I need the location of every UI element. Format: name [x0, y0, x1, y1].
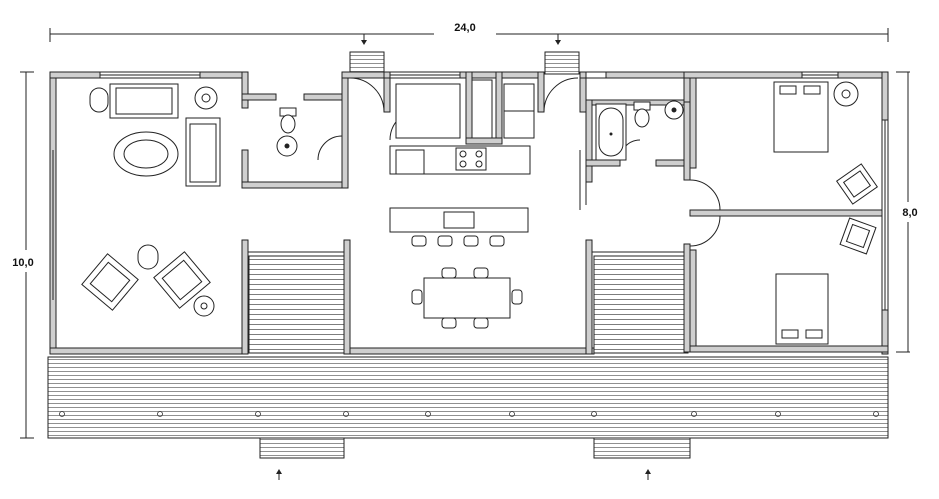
side-stool	[89, 87, 109, 113]
bedroom-depth-label: 8,0	[902, 207, 917, 219]
dimension-width	[49, 28, 889, 42]
bedroom-1	[773, 81, 879, 205]
bedroom-2	[775, 217, 877, 345]
sink-1	[276, 135, 298, 157]
armchair-bedroom-1	[835, 163, 879, 205]
pouf	[137, 244, 159, 270]
entry-arrow-bottom-right	[645, 469, 651, 480]
bathroom-2	[595, 100, 684, 161]
bed-2	[775, 273, 829, 345]
bar-stools	[411, 235, 505, 247]
kitchen	[389, 79, 535, 247]
armchair-left	[81, 253, 139, 311]
entry-arrow-top-right	[555, 34, 561, 45]
porch-right	[593, 255, 689, 354]
dining-chairs	[411, 267, 523, 329]
dimension-bedroom-depth	[896, 71, 910, 353]
sink-2	[664, 100, 684, 120]
entry-arrow-bottom-left	[276, 469, 282, 480]
entry-landing-right	[544, 51, 580, 75]
dining	[411, 267, 523, 329]
windows	[52, 71, 889, 311]
front-deck	[47, 356, 889, 459]
toilet-2	[633, 101, 651, 128]
entry-arrow-top-left	[361, 34, 367, 45]
lamp-table-bottom	[193, 295, 215, 317]
toilet-1	[279, 107, 297, 134]
bed-1	[773, 81, 829, 153]
dining-table	[423, 277, 511, 319]
nightstand-lamp-1	[833, 81, 859, 107]
pantry-unit-mid	[471, 79, 493, 139]
porch-left	[248, 255, 346, 354]
fridge	[503, 83, 535, 139]
deck-posts	[59, 411, 879, 417]
armchair-bedroom-2	[839, 217, 877, 255]
dimension-depth	[20, 71, 34, 439]
armchair-right	[153, 251, 211, 309]
bathtub	[595, 103, 627, 161]
living-furniture	[81, 83, 221, 317]
lamp-table-top	[194, 86, 218, 110]
island-sink	[443, 211, 475, 229]
sofa-side	[185, 117, 221, 187]
pantry-unit-left	[395, 83, 461, 139]
sofa-top	[109, 83, 179, 119]
bathroom-1	[276, 107, 298, 157]
entry-landing-left	[349, 51, 385, 75]
kitchen-base-left	[395, 149, 425, 175]
overall-depth-label: 10,0	[12, 257, 33, 269]
deck-step-left	[259, 437, 345, 459]
coffee-table	[113, 131, 179, 177]
cooktop-icon	[455, 147, 487, 171]
deck-step-right	[593, 437, 691, 459]
overall-width-label: 24,0	[454, 22, 475, 34]
